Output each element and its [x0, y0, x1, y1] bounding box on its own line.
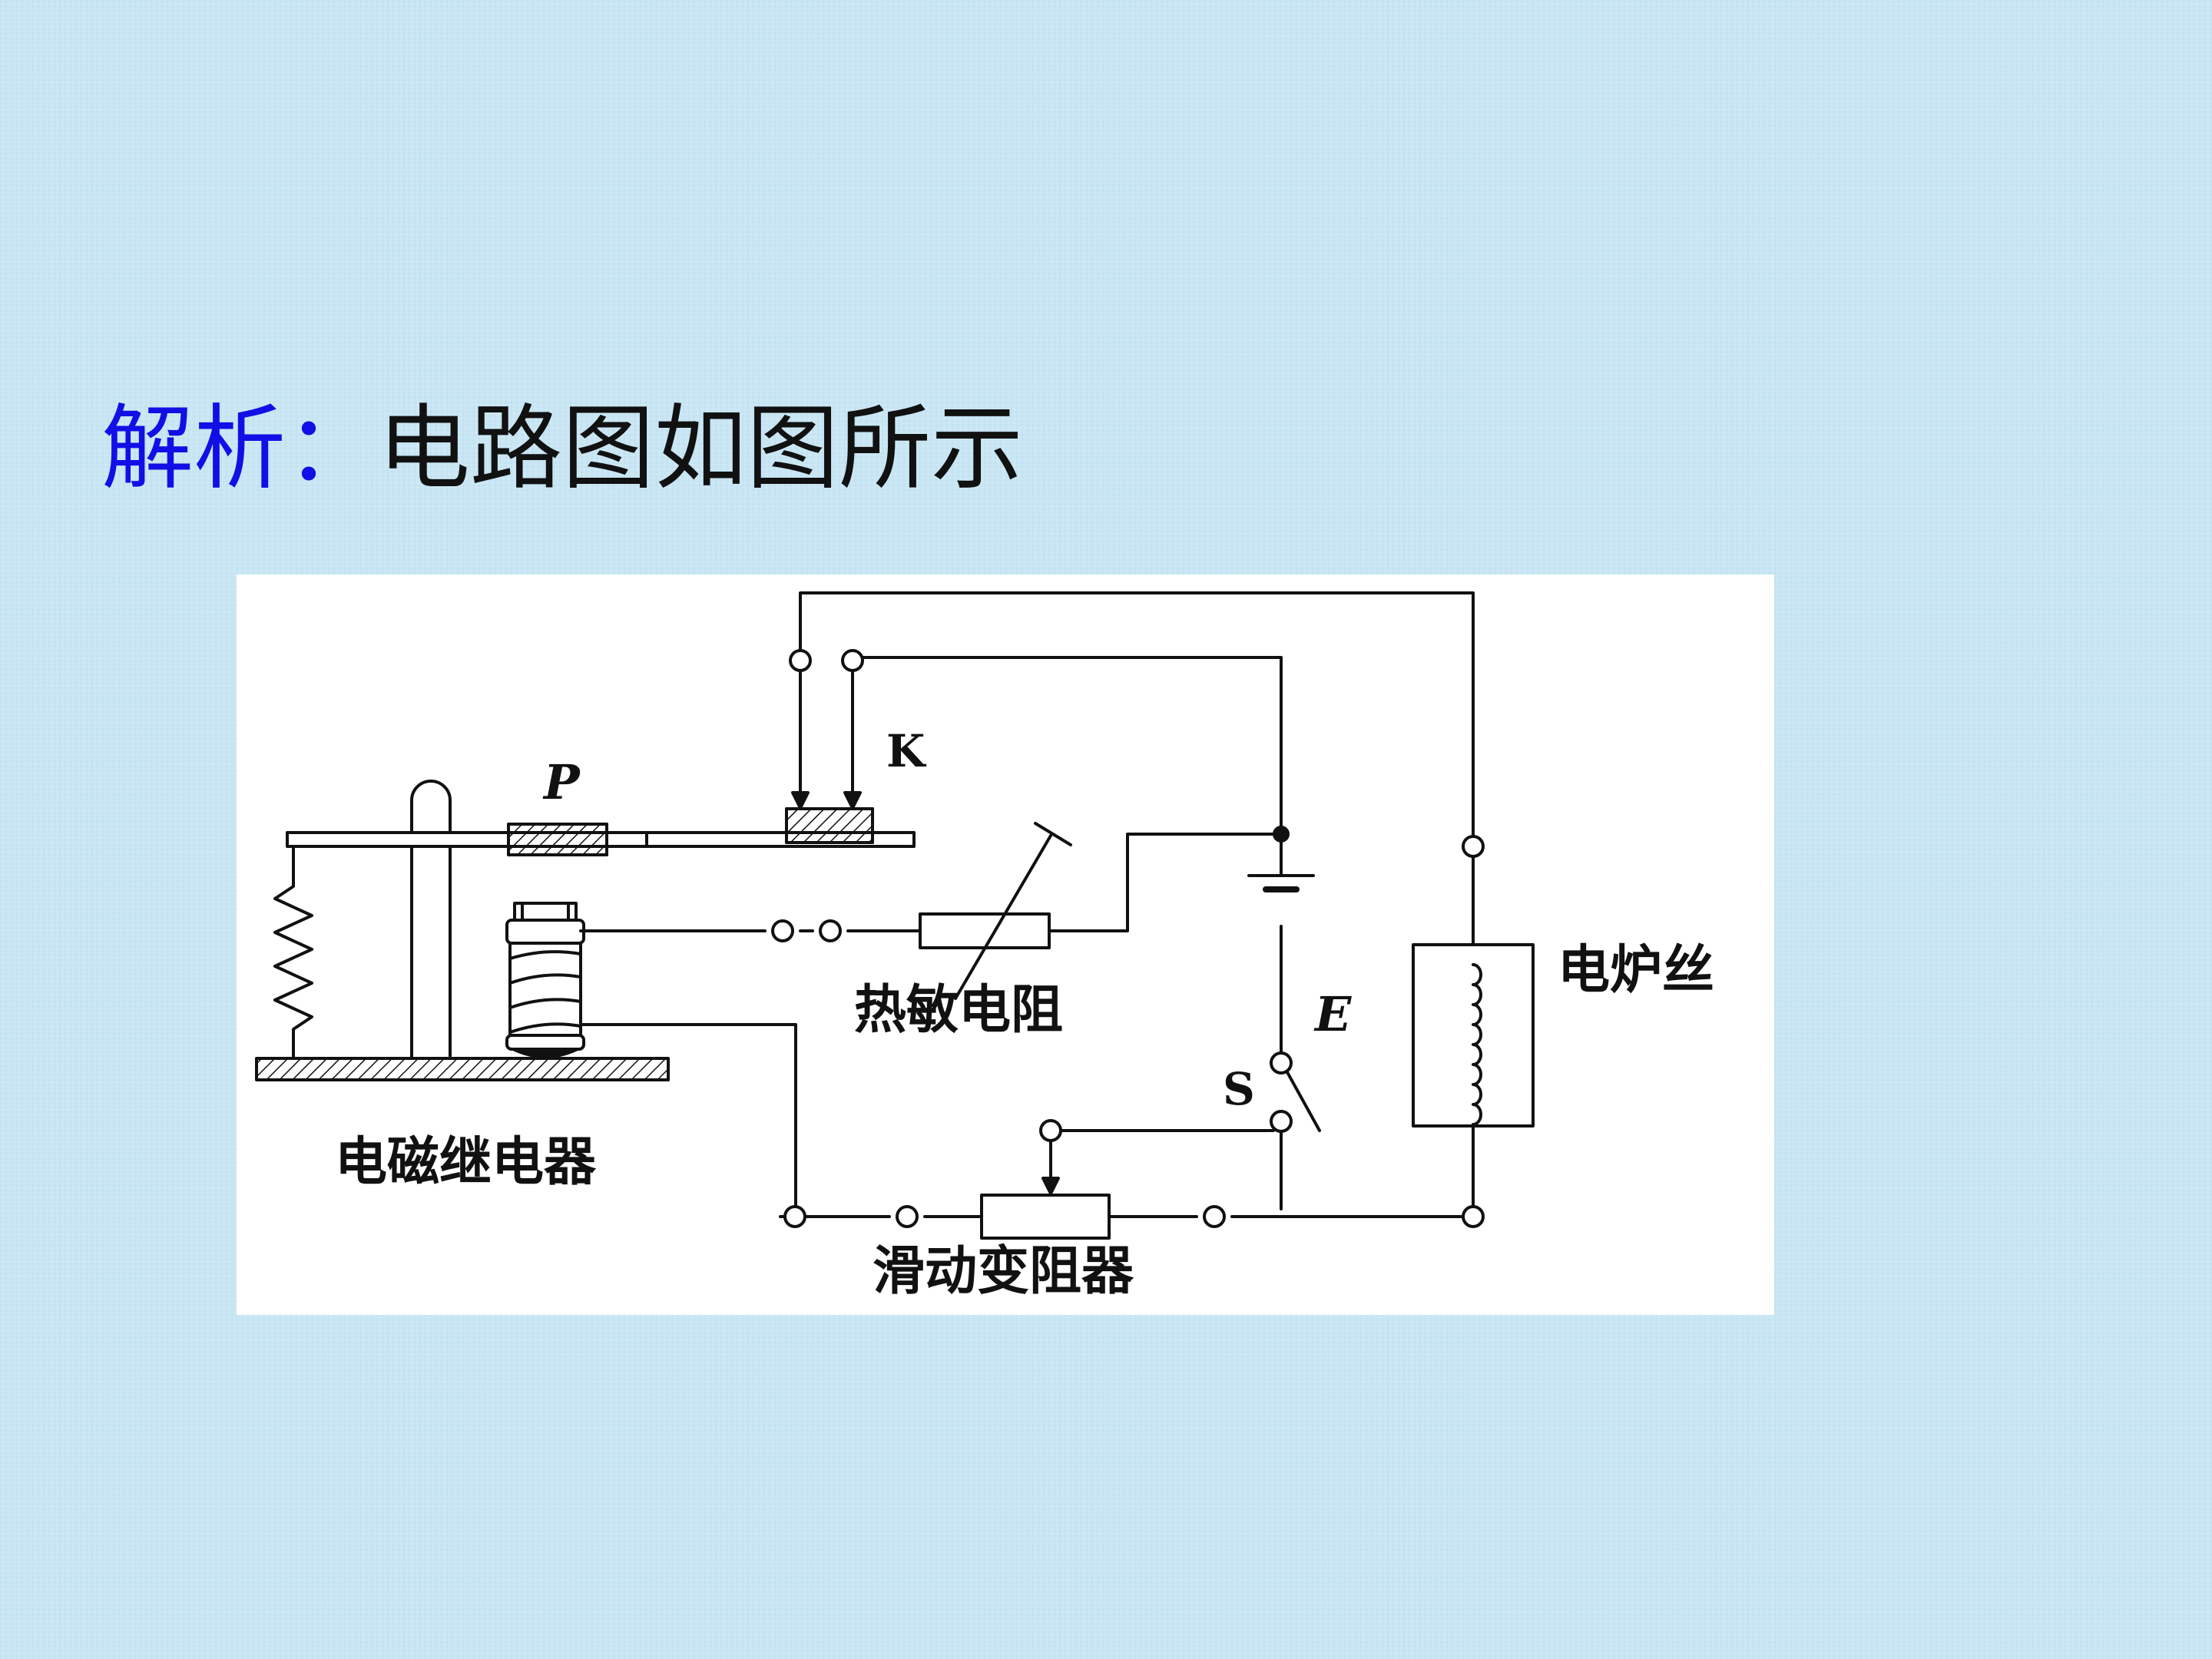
electromagnet-icon	[505, 902, 585, 1058]
relay-base	[255, 1057, 670, 1081]
label-armature: P	[542, 754, 581, 810]
contact-block	[785, 807, 874, 844]
label-rheostat: 滑动变阻器	[873, 1241, 1134, 1302]
page-heading: 解析：电路图如图所示	[101, 388, 1023, 511]
label-contact: K	[886, 725, 927, 777]
circuit-wires	[579, 591, 1475, 1218]
contact-arrows	[791, 670, 862, 810]
switch-icon	[1286, 1071, 1321, 1132]
heading-text: 电路图如图所示	[378, 396, 1023, 502]
heading-label: 解析：	[101, 396, 378, 502]
label-thermistor: 热敏电阻	[854, 980, 1063, 1041]
label-heater: 电炉丝	[1558, 940, 1714, 1001]
label-relay: 电磁继电器	[335, 1132, 597, 1193]
battery-icon	[1247, 874, 1315, 892]
label-source: E	[1313, 986, 1352, 1042]
terminals	[771, 649, 1485, 1228]
relay-armature-post	[410, 780, 452, 1060]
rheostat-icon	[980, 1140, 1111, 1240]
relay-spring	[273, 833, 313, 1060]
heater-coil-icon	[1412, 943, 1535, 1128]
insulator-p	[507, 823, 608, 856]
thermistor-icon	[919, 822, 1072, 1000]
label-switch: S	[1223, 1063, 1255, 1115]
circuit-diagram: K P E S 热敏电阻 电炉丝 电磁继电器 滑动变阻器	[237, 575, 1774, 1315]
junction-dot	[1273, 826, 1290, 843]
